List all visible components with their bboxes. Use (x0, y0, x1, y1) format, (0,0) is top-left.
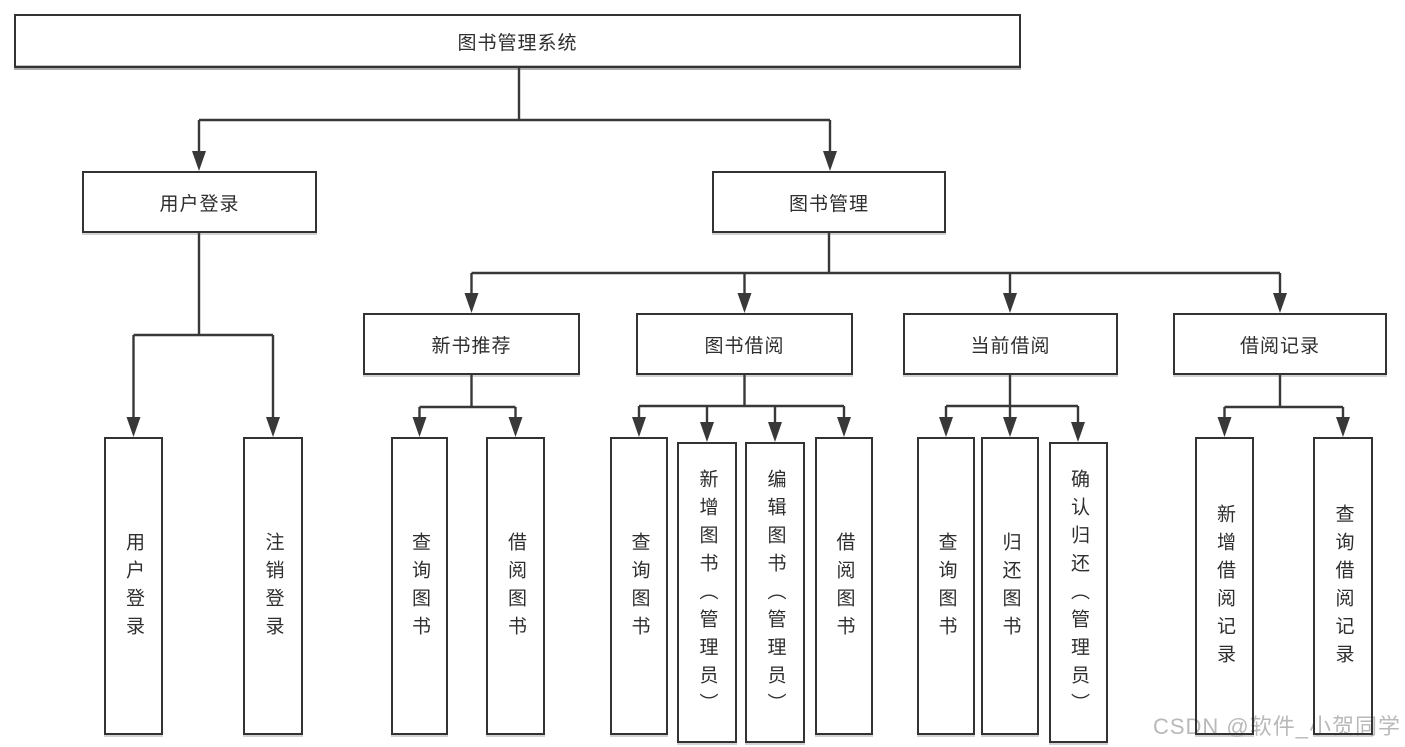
node-book-management-branch: 图书管理 (712, 171, 946, 233)
leaf-query-book-borrow: 查询图书 (610, 437, 668, 735)
node-current-borrow: 当前借阅 (903, 313, 1118, 375)
leaf-query-book-current: 查询图书 (917, 437, 975, 735)
leaf-query-book-recommend: 查询图书 (391, 437, 448, 735)
leaf-return-book: 归还图书 (981, 437, 1039, 735)
leaf-logout: 注销登录 (243, 437, 303, 735)
node-book-borrow: 图书借阅 (636, 313, 853, 375)
leaf-confirm-return-admin: 确认归还（管理员） (1049, 442, 1108, 743)
leaf-add-book-admin: 新增图书（管理员） (677, 442, 737, 743)
leaf-user-login: 用户登录 (104, 437, 163, 735)
leaf-borrow-book-recommend: 借阅图书 (486, 437, 545, 735)
csdn-watermark: CSDN @软件_小贺同学 (1152, 714, 1401, 739)
leaf-add-borrow-record: 新增借阅记录 (1195, 437, 1254, 735)
node-borrow-records: 借阅记录 (1173, 313, 1387, 375)
leaf-query-borrow-record: 查询借阅记录 (1313, 437, 1373, 735)
leaf-borrow-book: 借阅图书 (815, 437, 873, 735)
node-root-system: 图书管理系统 (14, 14, 1021, 68)
node-user-login-branch: 用户登录 (82, 171, 317, 233)
leaf-edit-book-admin: 编辑图书（管理员） (745, 442, 805, 743)
node-new-book-recommend: 新书推荐 (363, 313, 580, 375)
